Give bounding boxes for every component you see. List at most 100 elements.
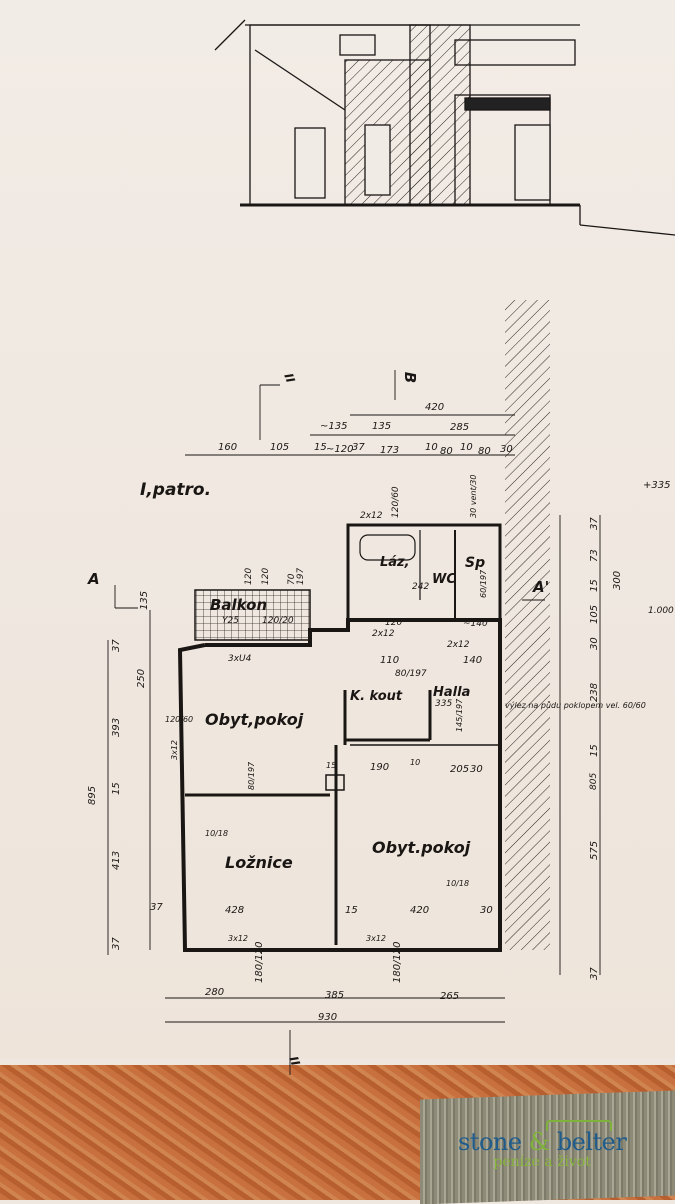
dimension-label: 420 <box>425 402 445 413</box>
section-marker-a: A <box>88 570 100 588</box>
dimension-label: 60/197 <box>479 569 488 598</box>
dimension-label: 15 <box>111 782 122 795</box>
dimension-label: Y25 <box>222 616 239 626</box>
dimension-label: 10 <box>460 442 473 453</box>
dimension-label: 30 vent/30 <box>469 474 478 518</box>
dimension-label: 37 <box>111 937 122 950</box>
dimension-label: 110 <box>380 655 400 666</box>
dimension-label: 10/18 <box>205 829 229 838</box>
room-label-hall: Halla <box>433 685 471 700</box>
dimension-label: 73 <box>589 549 600 562</box>
dimension-label: 135 <box>139 590 150 610</box>
balcony-area <box>194 589 311 641</box>
section-marker-a-prime: A' <box>533 578 550 596</box>
dimension-label: 393 <box>111 717 122 737</box>
dimension-label: 265 <box>440 991 460 1002</box>
dimension-label: 30 <box>480 905 493 916</box>
dimension-label: 120/20 <box>262 616 294 626</box>
interior-walls <box>185 690 500 945</box>
dimension-label: 105 <box>270 442 290 453</box>
dimension-label: ~135 <box>320 421 348 432</box>
dimension-label: 280 <box>205 987 225 998</box>
dimension-label: 80 <box>478 446 491 457</box>
exterior-hatch <box>505 300 550 950</box>
brand-watermark: stone & belter peníze a život <box>458 1120 627 1170</box>
dimension-label: 930 <box>318 1012 338 1023</box>
dimension-label: 2x12 <box>447 640 470 650</box>
brand-left: stone <box>458 1128 522 1156</box>
dimension-label: 15 <box>345 905 358 916</box>
dimension-label: 250 <box>136 668 147 688</box>
note-attic-access: výlez na půdu poklopem vel. 60/60 <box>505 701 646 710</box>
dimension-label: 335 <box>435 699 453 709</box>
dimension-label: 15 <box>589 579 600 592</box>
dimension-label: 120 <box>244 567 254 585</box>
dimension-label: 80/197 <box>395 669 427 679</box>
dimension-label: 30 <box>500 444 513 455</box>
dimension-label: 10 <box>425 442 438 453</box>
dimension-label: 3x12 <box>366 934 387 943</box>
dimension-label: 805 <box>589 772 599 790</box>
dimension-label: ~140 <box>463 619 488 629</box>
dimension-label: 80 <box>440 446 453 457</box>
room-label-living-room-2: Obyt.pokoj <box>372 838 471 857</box>
dimension-label: 3xU4 <box>228 654 252 664</box>
dimension-label: 385 <box>325 990 345 1001</box>
dimension-label: 10/18 <box>446 879 470 888</box>
dimension-label: 428 <box>225 905 245 916</box>
room-label-balcony: Balkon <box>210 596 268 614</box>
brand-tagline: peníze a život <box>493 1154 591 1170</box>
dimension-label: 242 <box>412 582 430 592</box>
dimension-label: 575 <box>589 840 600 860</box>
room-label-bedroom: Ložnice <box>225 853 293 872</box>
dimension-lines <box>107 370 601 1075</box>
dimension-label: 145/197 <box>455 698 464 732</box>
dimension-label: 15 <box>326 761 337 770</box>
dimension-label: 420 <box>410 905 430 916</box>
room-label-pantry: Sp <box>465 555 486 571</box>
dimension-label: 197 <box>296 567 306 585</box>
dimension-label: 120 <box>261 567 271 585</box>
building-elevation <box>214 19 675 236</box>
section-marker-b: B <box>401 371 420 384</box>
dimension-label: 80/197 <box>247 761 256 790</box>
dimension-label: 135 <box>372 421 392 432</box>
floor-title: I,patro. <box>140 480 212 500</box>
dimension-label: 140 <box>463 655 483 666</box>
dimension-label: 285 <box>450 422 470 433</box>
dimension-label: 3x12 <box>170 739 179 760</box>
dimension-label: 15 <box>314 442 327 453</box>
dimension-label: 37 <box>589 967 600 980</box>
brand-right: belter <box>556 1128 627 1156</box>
dimension-label: 413 <box>111 850 122 870</box>
dimension-label: 160 <box>218 442 238 453</box>
dimension-label: 205 <box>450 764 470 775</box>
dimension-label: 895 <box>87 785 98 805</box>
dimension-label: 173 <box>380 445 400 456</box>
brand-amp: & <box>528 1128 550 1156</box>
dimension-label: 180/120 <box>392 941 403 983</box>
dimension-label: 30 <box>589 637 600 650</box>
dimension-label: 120/60 <box>391 486 401 518</box>
room-label-kitchen-corner: K. kout <box>350 689 403 704</box>
room-label-living-room-1: Obyt,pokoj <box>205 710 304 729</box>
dimension-label: 37 <box>352 442 365 453</box>
dimension-label: 120/60 <box>165 715 194 724</box>
dimension-label: 30 <box>470 764 483 775</box>
dimension-label: 3x12 <box>228 934 249 943</box>
outer-walls <box>177 618 502 952</box>
dimension-label: +335 <box>643 480 671 491</box>
dimension-label: 300 <box>612 570 623 590</box>
room-label-bathroom: Láz, <box>380 555 410 570</box>
dimension-label: 238 <box>589 682 600 702</box>
dimension-label: 180/120 <box>254 941 265 983</box>
dimension-label: 37 <box>589 517 600 530</box>
dimension-label: 2x12 <box>372 629 395 639</box>
dimension-label: 37 <box>111 639 122 652</box>
dimension-label: 120 <box>385 618 403 628</box>
room-label-wc: WC <box>432 572 456 587</box>
dimension-label: 10 <box>410 758 421 767</box>
dimension-label: 190 <box>370 762 390 773</box>
dimension-label: 1.000 <box>648 606 674 616</box>
